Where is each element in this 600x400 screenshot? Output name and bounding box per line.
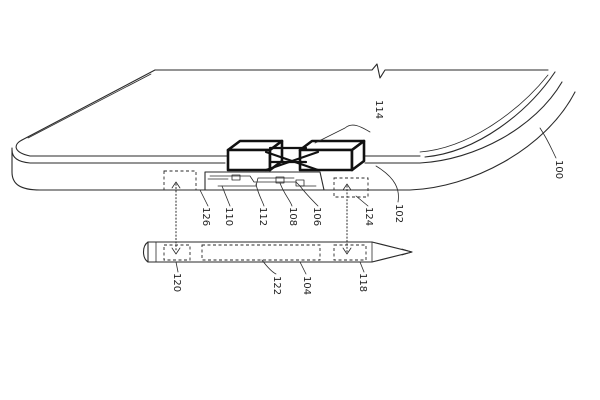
ref-104: 104 bbox=[301, 276, 312, 295]
ref-120: 120 bbox=[171, 273, 182, 292]
sensor-region-126 bbox=[163, 170, 197, 191]
ref-108: 108 bbox=[287, 207, 298, 226]
charging-connector bbox=[226, 124, 371, 172]
stylus-region-120 bbox=[163, 244, 191, 261]
ref-102: 102 bbox=[393, 204, 404, 223]
ref-118: 118 bbox=[357, 273, 368, 292]
ref-126: 126 bbox=[200, 207, 211, 226]
leader-lines bbox=[175, 165, 399, 275]
ref-110: 110 bbox=[223, 207, 234, 226]
reference-numerals: 100 114 126 110 112 108 106 124 102 120 … bbox=[171, 100, 564, 295]
sensor-region-124 bbox=[333, 177, 369, 198]
device-body bbox=[11, 63, 576, 191]
ref-122: 122 bbox=[271, 276, 282, 295]
stylus-region-122 bbox=[201, 244, 321, 261]
ref-114: 114 bbox=[373, 100, 384, 119]
ref-106: 106 bbox=[311, 207, 322, 226]
coupling-arrow-left bbox=[171, 181, 181, 255]
stylus bbox=[142, 241, 413, 263]
ref-112: 112 bbox=[257, 207, 268, 226]
ref-100: 100 bbox=[553, 160, 564, 179]
coupling-arrow-right bbox=[342, 183, 352, 255]
ref-124: 124 bbox=[363, 207, 374, 226]
stylus-region-118 bbox=[333, 244, 367, 261]
